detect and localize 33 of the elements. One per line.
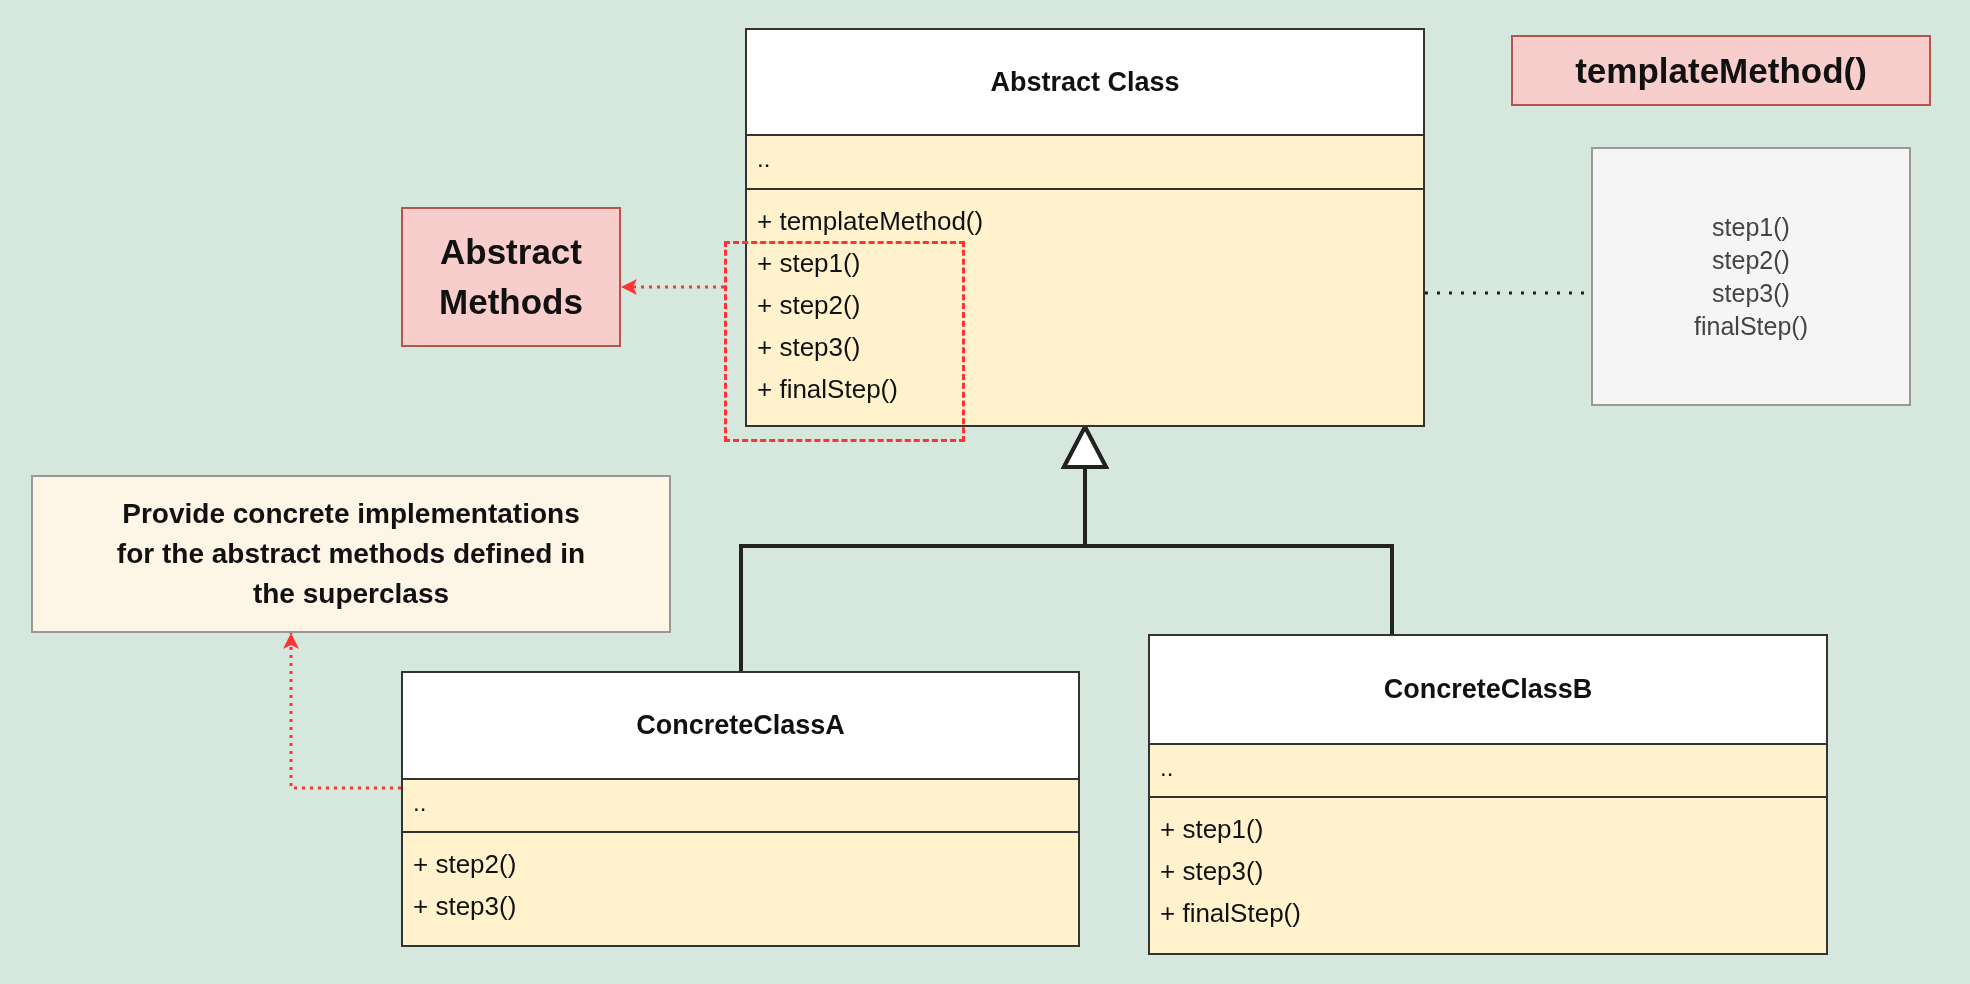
class-box	[401, 671, 1080, 947]
label-box	[401, 207, 621, 347]
method-text: + step3()	[1160, 855, 1264, 888]
method-text: + step1()	[1160, 813, 1264, 846]
step-text: step2()	[1712, 244, 1790, 276]
steps-box	[1591, 147, 1911, 406]
step-text: finalStep()	[1694, 310, 1808, 342]
label-box	[1511, 35, 1931, 106]
class-name: ConcreteClassA	[636, 710, 845, 741]
note-text: Provide concrete implementations for the abstract methods defined in the superclass	[115, 497, 587, 611]
step-text: step3()	[1712, 277, 1790, 309]
label-text: templateMethod()	[1574, 49, 1868, 92]
method-text: + finalStep()	[757, 373, 898, 406]
attributes-text: ..	[413, 788, 427, 818]
inheritance-arrow	[1062, 425, 1394, 634]
attributes-text: ..	[1160, 753, 1174, 783]
class-name: ConcreteClassB	[1383, 674, 1593, 705]
label-text: Abstract Methods	[438, 231, 584, 323]
method-text: + templateMethod()	[757, 205, 984, 238]
method-text: + finalStep()	[1160, 897, 1301, 930]
method-text: + step1()	[757, 247, 861, 280]
arrow	[621, 279, 724, 295]
arrow	[283, 633, 401, 790]
class-box	[745, 28, 1425, 427]
method-text: + step2()	[757, 289, 861, 322]
attributes-text: ..	[757, 144, 771, 174]
class-box	[1148, 634, 1828, 955]
method-text: + step3()	[757, 331, 861, 364]
class-name: Abstract Class	[990, 66, 1180, 98]
method-text: + step2()	[413, 848, 517, 881]
method-text: + step3()	[413, 890, 517, 923]
step-text: step1()	[1712, 211, 1790, 243]
note-box	[31, 475, 671, 633]
